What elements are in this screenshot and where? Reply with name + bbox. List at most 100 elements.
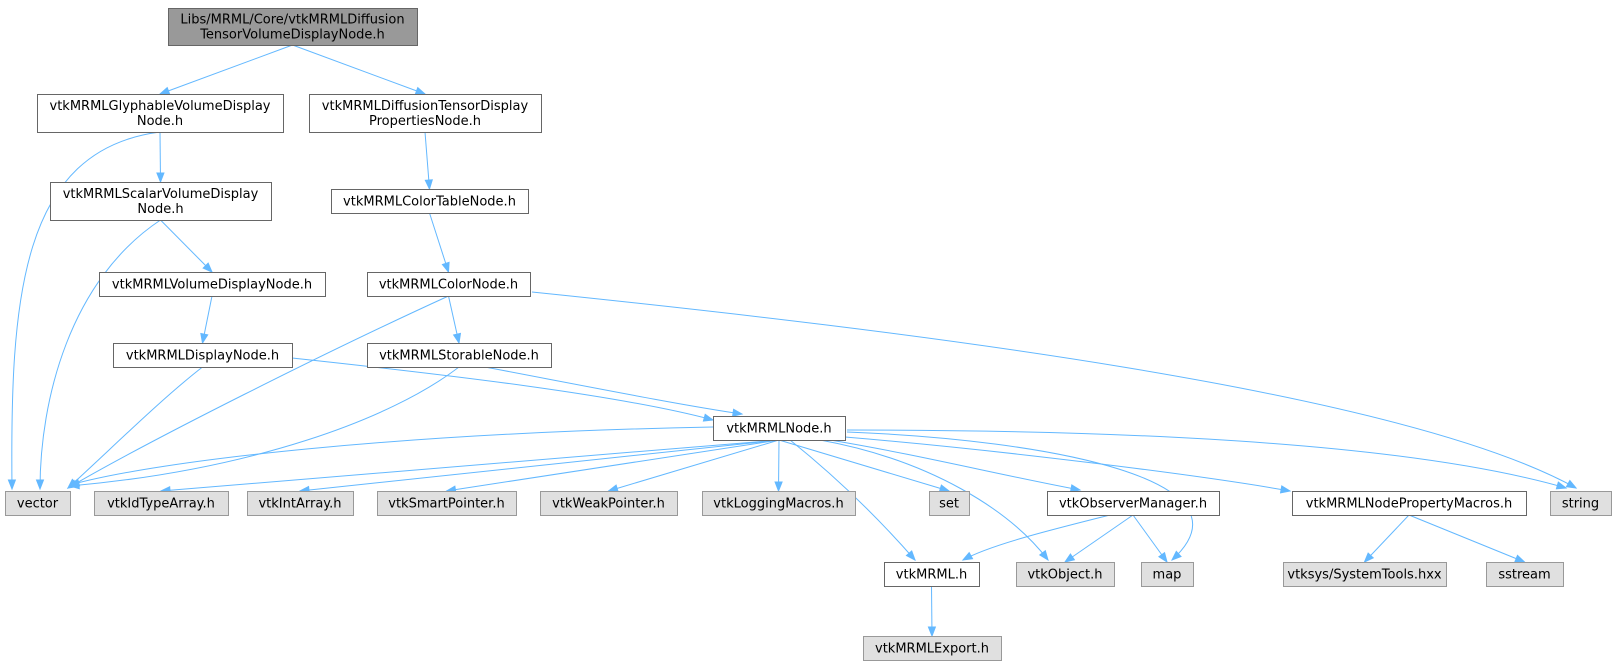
node-root[interactable]: Libs/MRML/Core/vtkMRMLDiffusionTensorVol…: [168, 8, 418, 46]
node-box: [367, 272, 531, 297]
edge-arrowhead: [452, 332, 462, 345]
node-box: [929, 491, 970, 516]
node-label-line: string: [1562, 497, 1599, 512]
node-storable[interactable]: vtkMRMLStorableNode.h: [367, 343, 552, 368]
edge-arrowhead: [1279, 485, 1292, 494]
node-observer[interactable]: vtkObserverManager.h: [1047, 491, 1220, 516]
edge-arrowhead: [35, 479, 45, 491]
edge-arrowhead: [607, 484, 619, 493]
edge-arrowhead: [68, 478, 81, 487]
node-label-line: vtkMRMLNodePropertyMacros.h: [1306, 497, 1512, 512]
edge-arrowhead: [1069, 484, 1082, 493]
edge-line: [429, 212, 449, 273]
node-label-line: PropertiesNode.h: [369, 114, 481, 129]
node-box: [247, 491, 354, 516]
node-box: [99, 272, 326, 297]
edge-mrmlnode-to-weakptr: [607, 439, 780, 493]
node-dispnode[interactable]: vtkMRMLDisplayNode.h: [113, 343, 293, 368]
node-box: [713, 416, 846, 441]
node-colortable[interactable]: vtkMRMLColorTableNode.h: [331, 189, 529, 214]
edge-arrowhead: [200, 332, 209, 345]
node-box: [309, 94, 542, 133]
edge-arrowhead: [414, 86, 427, 95]
node-label-line: Node.h: [137, 202, 183, 217]
node-label-line: vtkIntArray.h: [258, 497, 341, 512]
node-label-line: vtkMRML.h: [896, 568, 967, 583]
node-propmacros[interactable]: vtkMRMLNodePropertyMacros.h: [1292, 491, 1527, 516]
edge-arrowhead: [7, 479, 17, 491]
node-label-line: vtkMRMLDisplayNode.h: [126, 349, 279, 364]
node-label-line: vtkSmartPointer.h: [388, 497, 504, 512]
node-vector: vector: [5, 491, 71, 516]
edge-arrowhead: [1555, 481, 1568, 490]
edge-mrmlnode-to-intarray: [298, 439, 780, 495]
node-label-line: vtkMRMLVolumeDisplayNode.h: [112, 278, 312, 293]
node-box: [1141, 562, 1194, 587]
node-box: [168, 8, 418, 46]
edge-glyphable-to-scalarvol: [156, 131, 165, 184]
edge-storable-to-mrmlnode: [484, 366, 744, 417]
node-box: [1550, 491, 1612, 516]
node-systools: vtksys/SystemTools.hxx: [1283, 562, 1447, 587]
edge-line: [846, 431, 1194, 561]
edge-mrmlnode-to-propmacros: [844, 436, 1292, 494]
node-label-line: map: [1153, 568, 1182, 583]
node-colornode[interactable]: vtkMRMLColorNode.h: [367, 272, 531, 297]
node-label-line: set: [939, 497, 959, 512]
edge-arrowhead: [1170, 550, 1182, 561]
edge-line: [819, 439, 1049, 561]
node-label-line: vtkMRMLColorTableNode.h: [343, 195, 516, 210]
node-voldisp[interactable]: vtkMRMLVolumeDisplayNode.h: [99, 272, 326, 297]
edge-line: [789, 439, 916, 561]
node-label-line: vtkMRMLStorableNode.h: [379, 349, 539, 364]
node-label-line: vtkMRMLNode.h: [726, 422, 831, 437]
node-label-line: vtkMRMLColorNode.h: [379, 278, 518, 293]
edge-line: [778, 439, 950, 492]
edge-line: [299, 439, 780, 492]
node-box: [50, 182, 272, 221]
edge-arrowhead: [1514, 554, 1526, 563]
edge-storable-to-vector: [68, 366, 460, 490]
edge-arrowhead: [1363, 552, 1375, 564]
node-label-line: vtkMRMLExport.h: [875, 642, 989, 657]
edge-observer-to-vtkmrml: [961, 514, 1111, 561]
edge-arrowhead: [1158, 551, 1168, 564]
edge-arrowhead: [702, 413, 715, 422]
edge-vtkmrml-to-export: [927, 585, 937, 638]
node-label-line: Node.h: [137, 114, 183, 129]
edge-mrmlnode-to-vector: [68, 426, 714, 487]
edge-line: [424, 131, 430, 190]
node-label-line: vtkMRMLGlyphableVolumeDisplay: [50, 99, 271, 114]
edge-mrmlnode-to-string: [846, 429, 1568, 490]
node-box: [5, 491, 71, 516]
edge-scalarvol-to-vector: [35, 219, 161, 491]
node-box: [540, 491, 678, 516]
node-box: [702, 491, 856, 516]
node-label-line: vtkMRMLScalarVolumeDisplay: [63, 187, 259, 202]
edge-line: [844, 436, 1291, 492]
node-dtdprops[interactable]: vtkMRMLDiffusionTensorDisplayPropertiesN…: [309, 94, 542, 133]
edge-line: [69, 366, 460, 487]
node-label-line: vtkMRMLDiffusionTensorDisplay: [322, 99, 529, 114]
node-label-line: vtkLoggingMacros.h: [713, 497, 843, 512]
edge-line: [962, 514, 1111, 561]
node-box: [94, 491, 229, 516]
node-smartptr: vtkSmartPointer.h: [377, 491, 517, 516]
edge-line: [69, 426, 714, 486]
node-label-line: vtksys/SystemTools.hxx: [1287, 568, 1442, 583]
edge-arrowhead: [441, 261, 450, 274]
edge-arrowhead: [938, 484, 951, 493]
node-vtkmrml[interactable]: vtkMRML.h: [884, 562, 980, 587]
edge-line: [11, 131, 161, 490]
node-box: [367, 343, 552, 368]
edge-scalarvol-to-voldisp: [160, 219, 213, 273]
node-box: [377, 491, 517, 516]
nodes-layer: Libs/MRML/Core/vtkMRMLDiffusionTensorVol…: [5, 8, 1612, 661]
node-intarray: vtkIntArray.h: [247, 491, 354, 516]
node-mrmlnode[interactable]: vtkMRMLNode.h: [713, 416, 846, 441]
node-label-line: vtkIdTypeArray.h: [107, 497, 215, 512]
edge-line: [446, 439, 780, 492]
